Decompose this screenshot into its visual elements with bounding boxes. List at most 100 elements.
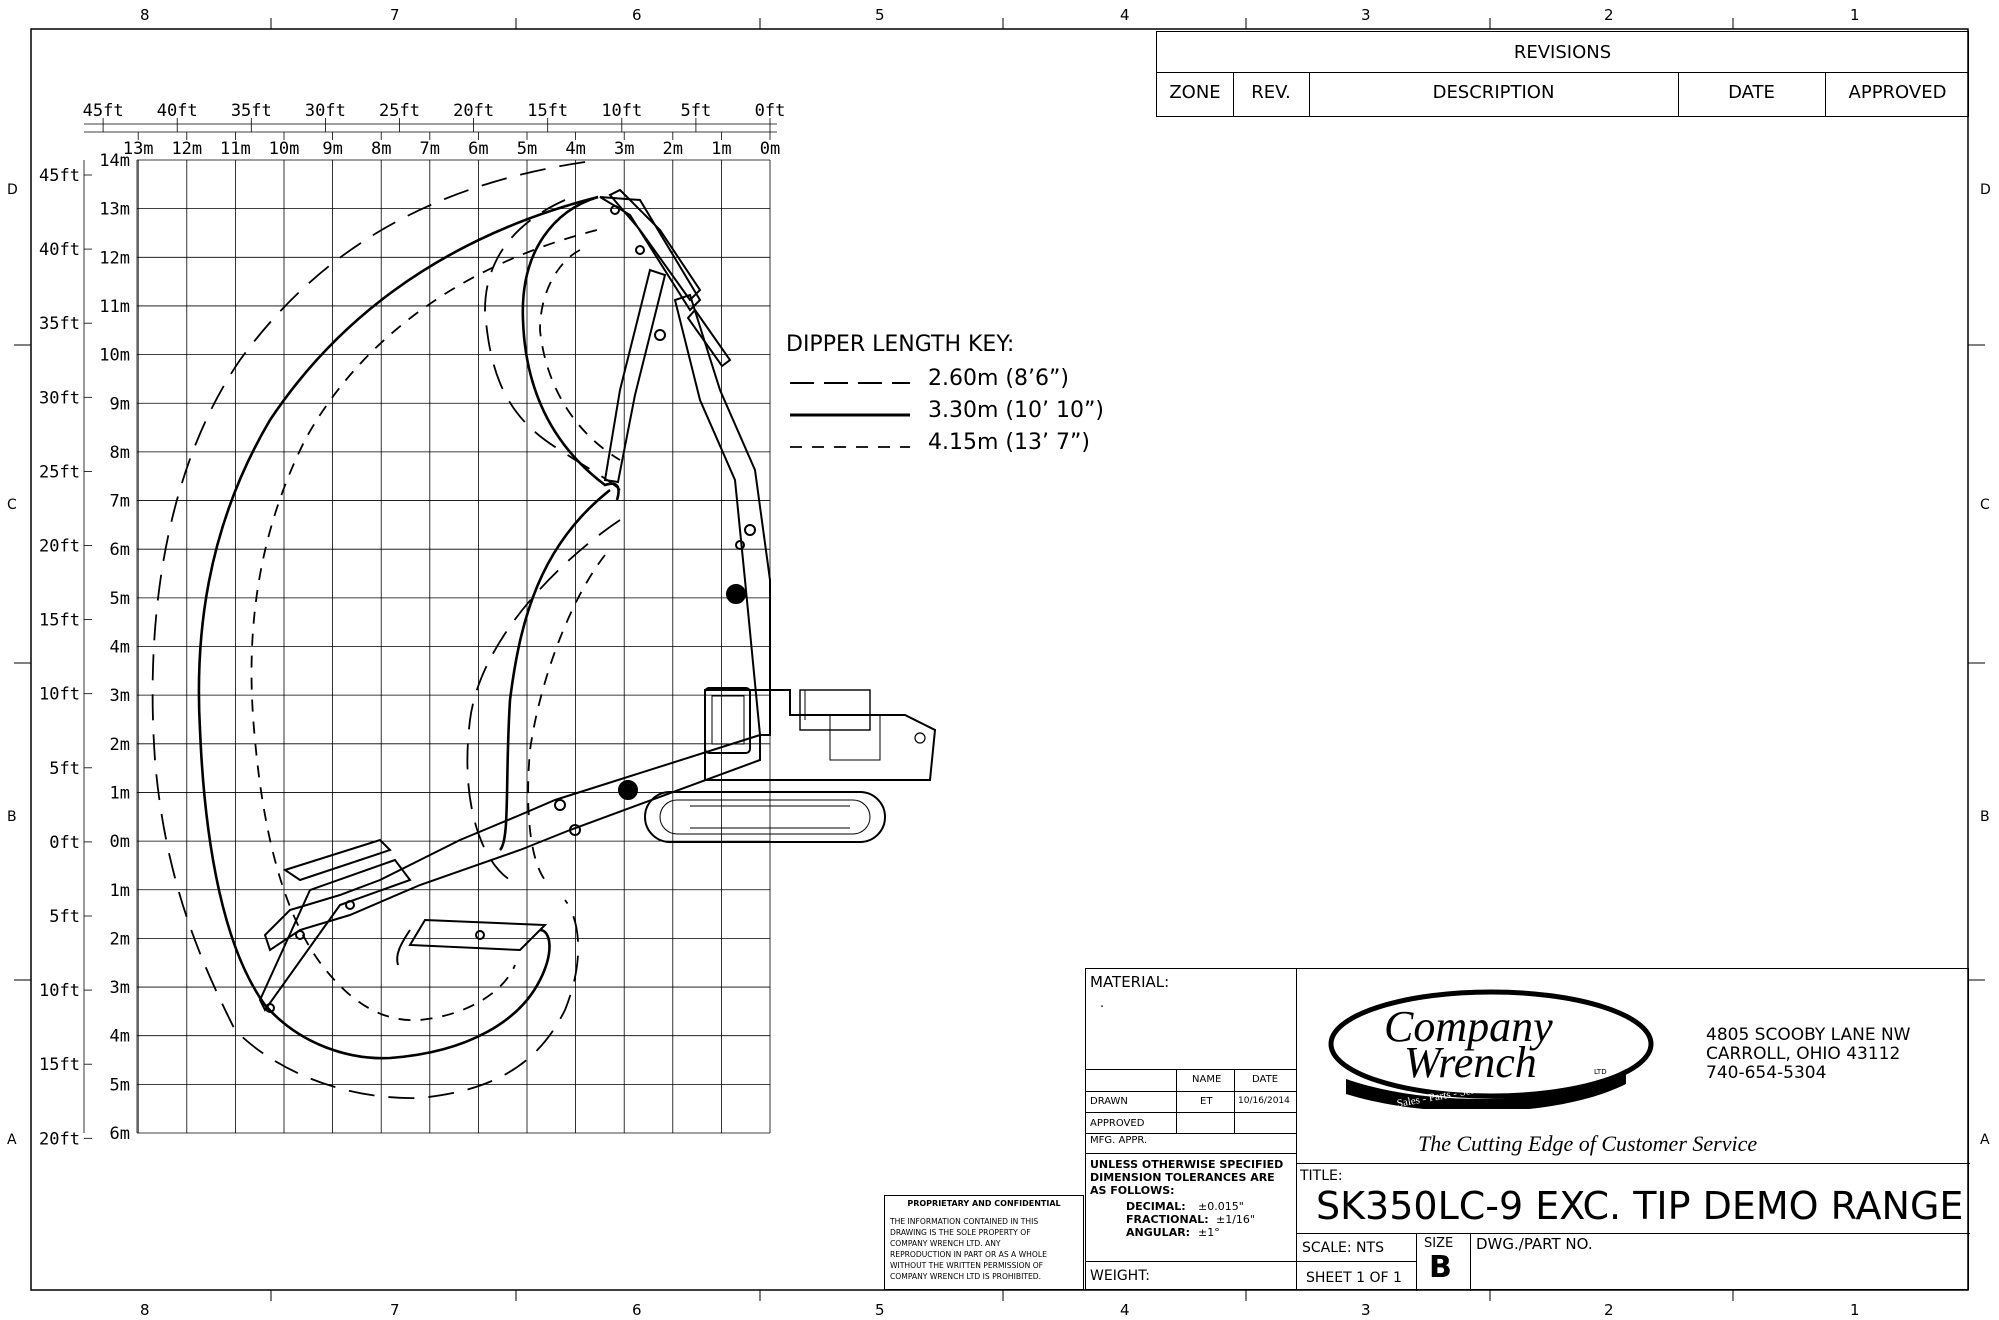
upper-structure (704, 689, 937, 781)
y-ft-tick-label: 40ft (39, 240, 80, 260)
y-ft-tick-label: 15ft (39, 1055, 80, 1075)
envelope-short-dipper (250, 229, 598, 1022)
revisions-divider (1309, 72, 1310, 116)
y-ft-tick-label: 5ft (49, 759, 80, 779)
y-ft-tick-label: 30ft (39, 388, 80, 408)
y-m-tick-label: 7m (110, 492, 130, 512)
address-line1: 4805 SCOOBY LANE NW (1706, 1025, 1911, 1045)
y-m-tick-label: 3m (110, 686, 130, 706)
zone-label-right: D (1980, 182, 1991, 198)
zone-label-top: 7 (390, 6, 400, 24)
zone-label-top: 6 (632, 6, 642, 24)
boom-raised (673, 293, 771, 736)
proprietary-notice: PROPRIETARY AND CONFIDENTIAL THE INFORMA… (884, 1195, 1084, 1290)
proprietary-heading: PROPRIETARY AND CONFIDENTIAL (907, 1199, 1061, 1208)
x-m-tick-label: 3m (614, 139, 634, 159)
bucket-raised (599, 196, 702, 312)
zone-label-bottom: 3 (1361, 1301, 1371, 1319)
title-block: MATERIAL: . NAME DATE DRAWN ET 10/16/201… (1085, 968, 1970, 1291)
x-m-tick-label: 10m (269, 139, 300, 159)
title-label: TITLE: (1300, 1168, 1343, 1184)
y-ft-tick-label: 20ft (39, 1129, 80, 1149)
phone-number: 740-654-5304 (1706, 1063, 1827, 1083)
logo-line1: Company (1384, 1002, 1553, 1051)
y-m-tick-label: 3m (110, 978, 130, 998)
tolerance-line3: AS FOLLOWS: (1090, 1184, 1175, 1197)
revisions-title: REVISIONS (1513, 42, 1612, 63)
revisions-divider (1825, 72, 1826, 116)
y-m-tick-label: 8m (110, 443, 130, 463)
logo-ltd: LTD (1594, 1068, 1607, 1076)
x-m-tick-label: 12m (171, 139, 202, 159)
y-m-tick-label: 1m (110, 783, 130, 803)
decimal-label: DECIMAL: (1126, 1200, 1186, 1213)
logo-line2: Wrench (1404, 1038, 1537, 1087)
x-ft-tick-label: 0ft (755, 101, 786, 121)
fractional-label: FRACTIONAL: (1126, 1213, 1209, 1226)
envelope-mid-dipper (197, 195, 599, 1060)
zone-label-bottom: 2 (1604, 1301, 1614, 1319)
x-m-tick-label: 1m (711, 139, 731, 159)
revisions-header: DESCRIPTION (1432, 82, 1555, 103)
dwg-label: DWG./PART NO. (1476, 1235, 1593, 1253)
y-m-tick-label: 1m (110, 881, 130, 901)
zone-label-left: D (7, 182, 18, 198)
x-m-tick-label: 2m (663, 139, 683, 159)
revisions-divider (1678, 72, 1679, 116)
y-m-tick-label: 6m (110, 1124, 130, 1144)
zone-label-right: C (1980, 497, 1990, 513)
material-value: . (1100, 996, 1105, 1011)
zone-label-top: 3 (1361, 6, 1371, 24)
boom-lower (263, 733, 761, 952)
zone-label-bottom: 7 (390, 1301, 400, 1319)
zone-label-bottom: 8 (140, 1301, 150, 1319)
y-m-tick-label: 5m (110, 589, 130, 609)
revisions-header: APPROVED (1848, 82, 1947, 103)
revisions-header: DATE (1728, 82, 1775, 103)
key-title: DIPPER LENGTH KEY: (786, 332, 1015, 357)
approved-label: APPROVED (1090, 1118, 1145, 1129)
size-value: B (1429, 1250, 1452, 1285)
zone-label-left: A (7, 1132, 17, 1148)
name-header: NAME (1192, 1074, 1222, 1085)
proprietary-line: DRAWING IS THE SOLE PROPERTY OF (890, 1228, 1031, 1237)
weight-label: WEIGHT: (1090, 1268, 1150, 1284)
tolerance-line1: UNLESS OTHERWISE SPECIFIED (1090, 1158, 1284, 1171)
zone-label-bottom: 6 (632, 1301, 642, 1319)
y-m-tick-label: 4m (110, 1027, 130, 1047)
x-ft-tick-label: 30ft (305, 101, 346, 121)
angular-label: ANGULAR: (1126, 1226, 1191, 1239)
key-label-short: 4.15m (13’ 7”) (928, 430, 1090, 455)
zone-label-bottom: 1 (1850, 1301, 1860, 1319)
x-m-tick-label: 5m (517, 139, 537, 159)
drawn-date: 10/16/2014 (1238, 1096, 1290, 1106)
zone-label-top: 8 (140, 6, 150, 24)
y-m-tick-label: 9m (110, 394, 130, 414)
x-ft-tick-label: 40ft (157, 101, 198, 121)
proprietary-line: REPRODUCTION IN PART OR AS A WHOLE (890, 1250, 1047, 1259)
y-m-tick-label: 2m (110, 929, 130, 949)
proprietary-line: WITHOUT THE WRITTEN PERMISSION OF (890, 1261, 1044, 1270)
address-line2: CARROLL, OHIO 43112 (1706, 1044, 1901, 1064)
y-m-tick-label: 5m (110, 1075, 130, 1095)
y-m-tick-label: 4m (110, 638, 130, 658)
mfg-label: MFG. APPR. (1090, 1135, 1148, 1146)
zone-label-bottom: 4 (1120, 1301, 1130, 1319)
x-m-tick-label: 0m (760, 139, 780, 159)
x-m-tick-label: 6m (468, 139, 488, 159)
x-ft-tick-label: 25ft (379, 101, 420, 121)
zone-label-right: B (1980, 809, 1990, 825)
sheet-label: SHEET 1 OF 1 (1306, 1270, 1402, 1286)
slogan: The Cutting Edge of Customer Service (1418, 1131, 1758, 1156)
zone-label-top: 1 (1850, 6, 1860, 24)
y-ft-tick-label: 25ft (39, 462, 80, 482)
y-m-tick-label: 2m (110, 735, 130, 755)
fractional-value: ±1/16" (1216, 1213, 1255, 1226)
y-m-tick-label: 0m (110, 832, 130, 852)
x-m-tick-label: 8m (371, 139, 391, 159)
y-m-tick-label: 10m (99, 346, 130, 366)
angular-value: ±1° (1198, 1226, 1220, 1239)
date-header: DATE (1252, 1074, 1279, 1085)
